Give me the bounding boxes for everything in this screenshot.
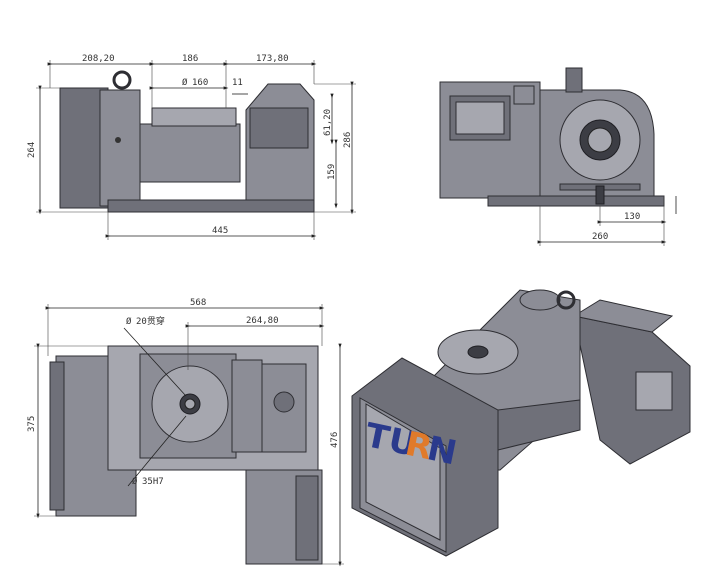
bore-inner: [184, 398, 196, 410]
dim-159: 159: [327, 164, 337, 180]
dim-130: 130: [624, 212, 640, 222]
dim-264-80: 264,80: [246, 316, 279, 326]
isometric-view: TU R N: [351, 289, 691, 557]
dim-20-through: 20贯穿: [136, 315, 165, 327]
front-view: 208,20 186 173,80 Ø 160 11 61,20 286 264…: [27, 54, 356, 240]
motor-end: [49, 361, 65, 511]
lifting-eye-icon: [112, 70, 132, 90]
dim-375: 375: [27, 416, 37, 432]
logo-r: R: [406, 424, 432, 469]
dim-11: 11: [232, 78, 243, 88]
base-plate: [107, 199, 315, 213]
connector: [513, 85, 535, 105]
side-base: [487, 195, 665, 207]
dim-173-80: 173,80: [256, 54, 289, 64]
iso-motor-top: [572, 299, 674, 333]
dim-35h7: 35H7: [142, 477, 164, 487]
valve-block: [565, 67, 583, 93]
motor-body: [99, 89, 141, 207]
gauge: [273, 391, 295, 413]
dim-476: 476: [330, 432, 340, 448]
dim-phi-symbol: Ø: [182, 77, 188, 88]
dim-286: 286: [343, 132, 353, 148]
dim-260: 260: [592, 232, 608, 242]
dim-160: 160: [192, 78, 208, 88]
dim-208-20: 208,20: [82, 54, 115, 64]
junction-lid: [455, 101, 505, 135]
center-mark: [115, 137, 121, 143]
iso-logo-panel: [365, 403, 441, 541]
iso-lifting-eye-icon: [556, 290, 576, 310]
dim-445: 445: [212, 226, 228, 236]
iso-junction-box: [635, 371, 673, 411]
iso-motor-side: [573, 315, 691, 465]
dim-568: 568: [190, 298, 206, 308]
dim-186: 186: [182, 54, 198, 64]
top-cap: [151, 107, 237, 127]
spindle-bore: [587, 127, 613, 153]
dim-phi-symbol: Ø: [126, 316, 132, 327]
dim-264: 264: [27, 142, 37, 158]
gear-housing: [231, 359, 263, 453]
turn-logo: TU R N: [366, 415, 457, 474]
side-view: 130 260: [439, 67, 677, 246]
top-view: 568 Ø 20贯穿 264,80 375 476 Ø 35H7: [27, 298, 344, 567]
lower-fin: [295, 475, 319, 561]
clamp-bolt: [595, 185, 605, 205]
logo-n: N: [428, 429, 457, 475]
side-plate: [249, 107, 309, 149]
iso-bore: [467, 345, 489, 359]
iso-top-disk: [519, 289, 561, 311]
iso-rail: [497, 399, 581, 451]
dim-phi-symbol: Ø: [132, 476, 138, 487]
center-housing: [139, 123, 241, 183]
dim-61-20: 61,20: [323, 109, 333, 136]
